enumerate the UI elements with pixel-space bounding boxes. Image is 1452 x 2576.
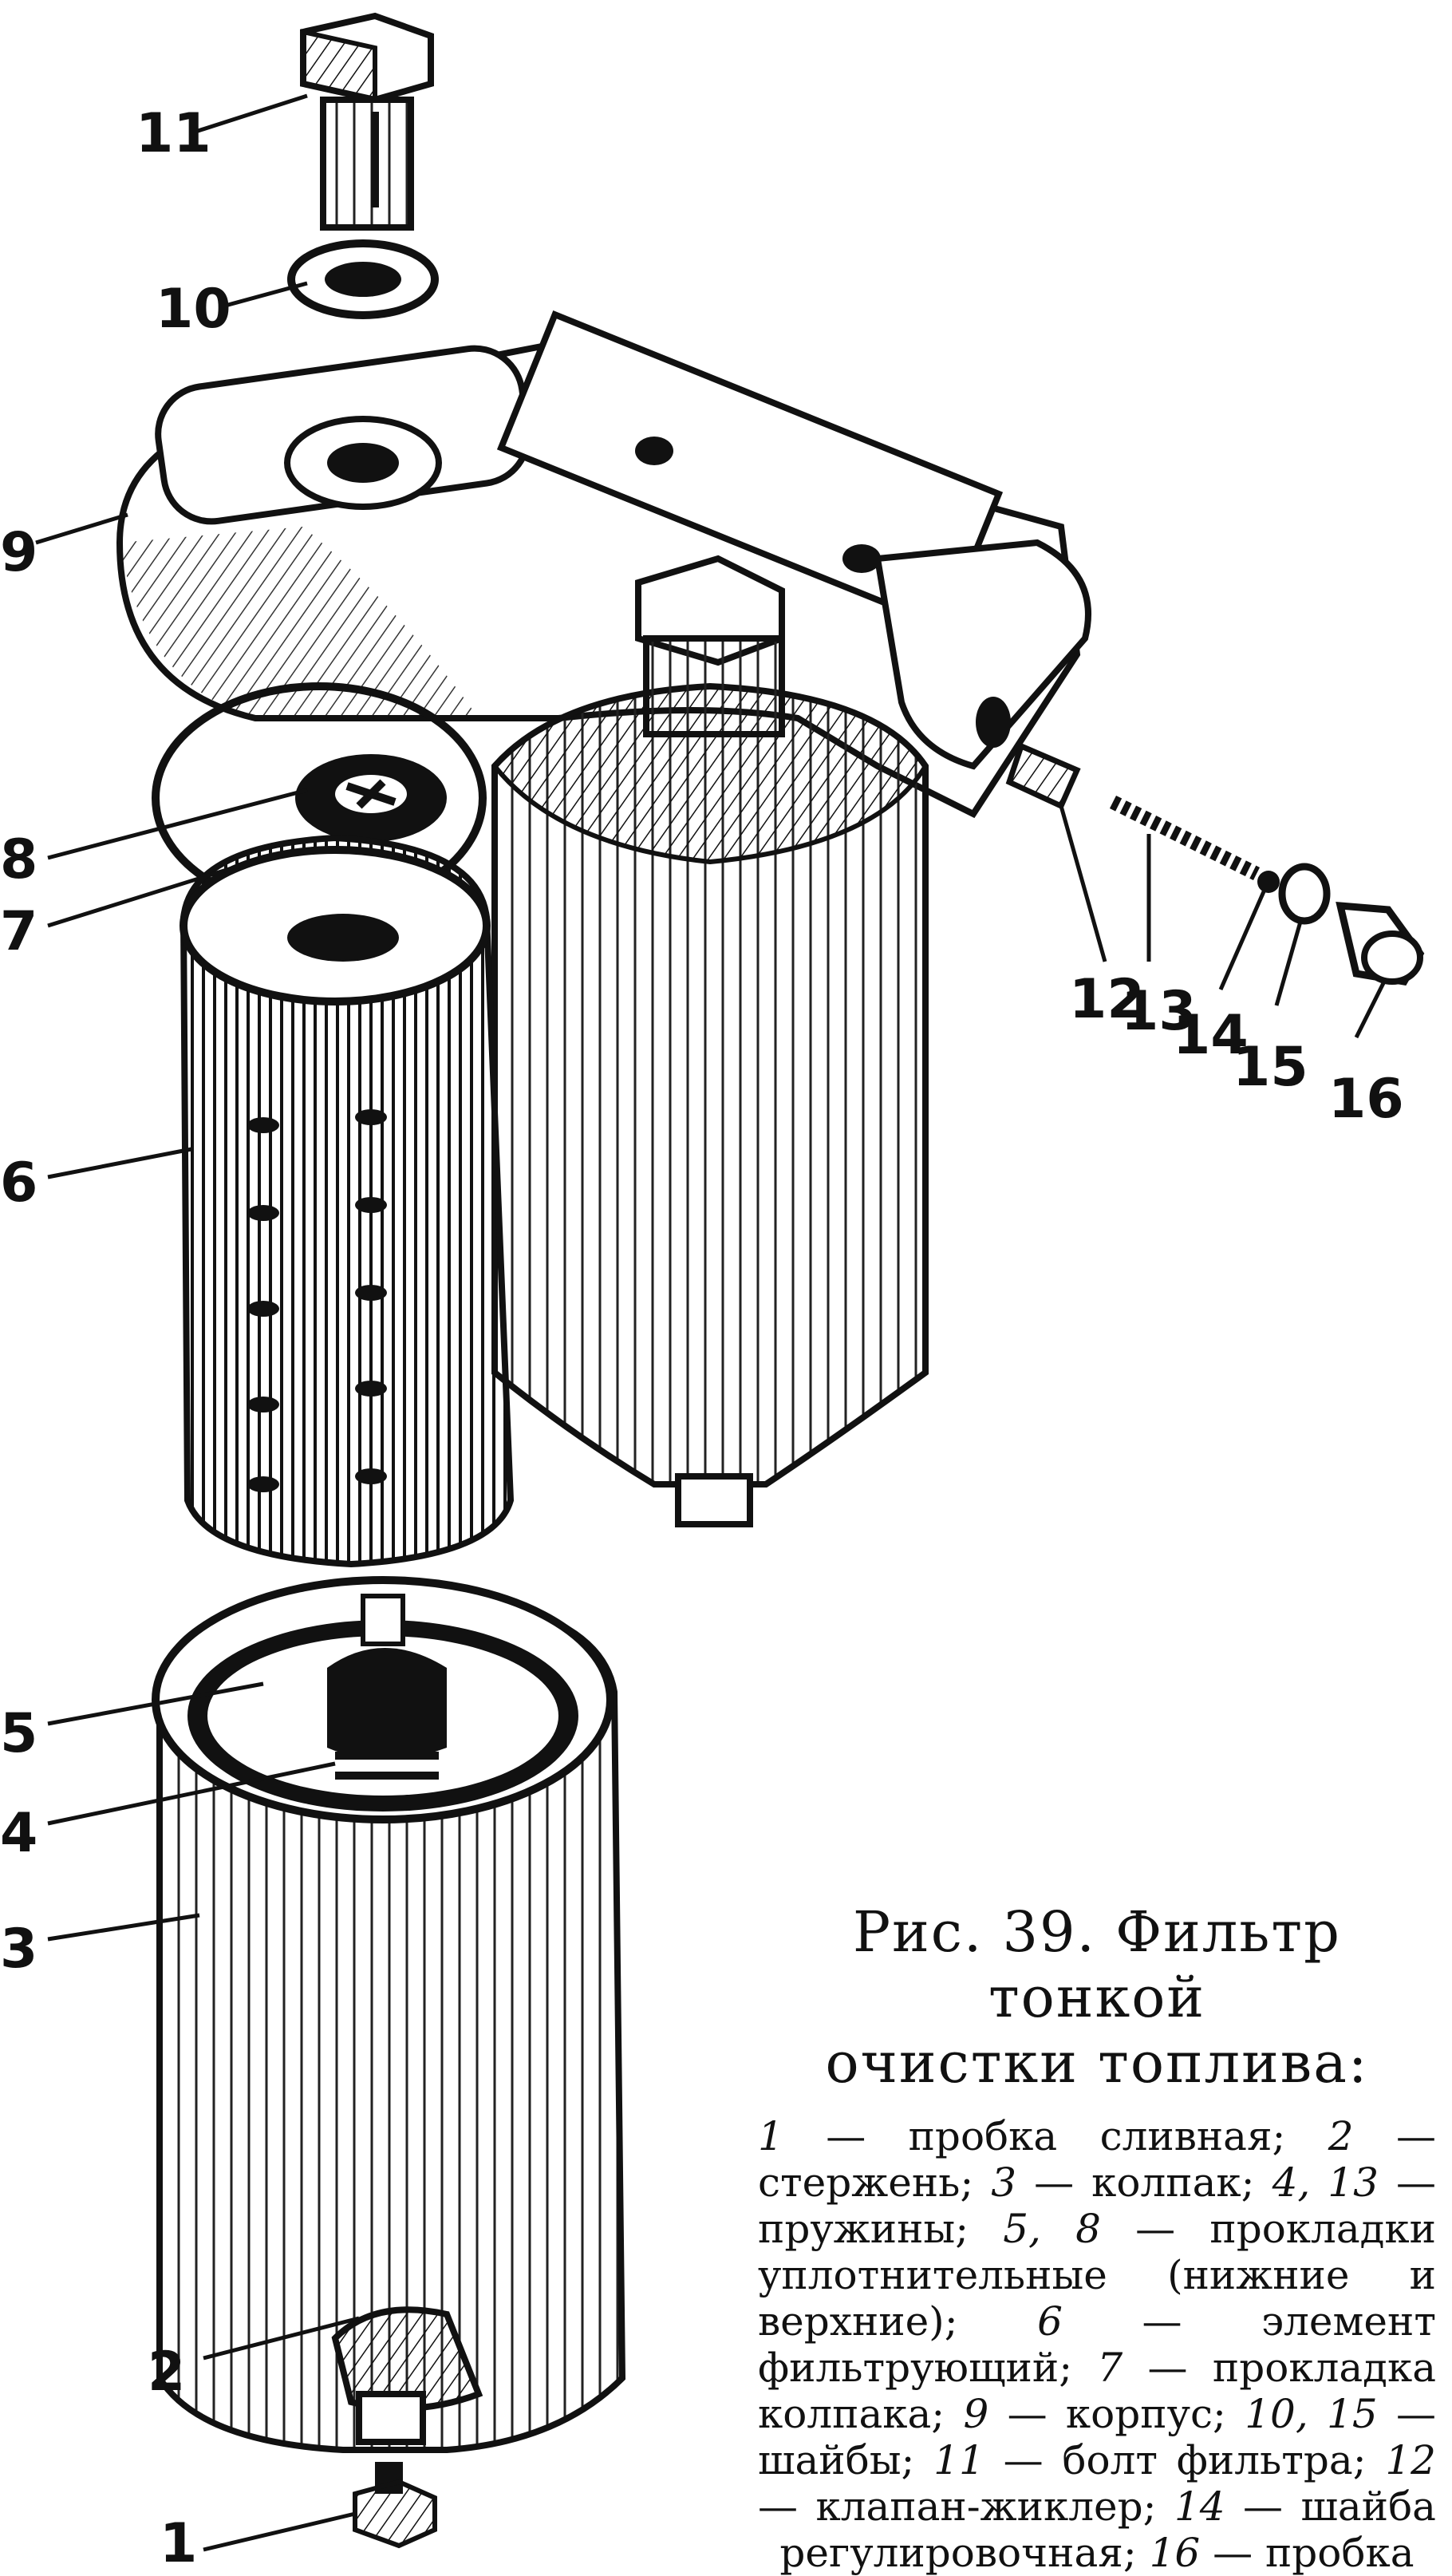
figure-caption: Рис. 39. Фильтр тонкой очистки топлива: … [758,1899,1436,2576]
callout-label-3: 3 [0,1918,37,1981]
legend-item: 4, 13 — пружины; [758,2159,1436,2252]
filter-bolt [300,12,434,231]
legend-number: 3 [991,2159,1017,2206]
legend-item: 1 — пробка сливная; [758,2113,1328,2159]
callout-6: 6 [0,1147,192,1215]
legend-number: 5, 8 [1003,2206,1101,2252]
filter-housing [116,310,1091,819]
assembled-filter-bowl [491,555,929,1527]
callout-label-13: 13 [1121,980,1197,1043]
legend-text: — пружины; [758,2159,1436,2252]
washer-top [287,239,439,319]
callout-3: 3 [0,1913,200,1981]
legend-text: — стержень; [758,2113,1436,2206]
callout-label-7: 7 [0,900,37,963]
legend-item: 12 — клапан-жиклер; [758,2437,1436,2530]
callout-10: 10 [156,278,308,341]
legend-number: 12 [1385,2437,1436,2483]
spring-small [1109,795,1261,881]
legend-item: 2 — стержень; [758,2113,1436,2206]
legend-text: — прокладки уплотнительные (нижние и вер… [758,2206,1436,2345]
callout-1: 1 [160,2511,356,2566]
legend-number: 6 [1037,2298,1063,2345]
callout-11: 11 [136,93,308,165]
figure-title: Рис. 39. Фильтр тонкой очистки топлива: [758,1899,1436,2096]
callout-label-9: 9 [0,521,37,584]
legend-text: — клапан-жиклер; [758,2483,1174,2530]
legend-item: 16 — пробка [1150,2530,1415,2576]
callout-label-12: 12 [1069,968,1145,1031]
callout-label-8: 8 [0,828,37,891]
callout-label-15: 15 [1233,1036,1308,1099]
legend-number: 7 [1097,2345,1123,2391]
callout-label-5: 5 [0,1702,37,1765]
callout-15: 15 [1233,921,1308,1099]
washer-right [1278,863,1331,925]
callout-label-2: 2 [148,2341,185,2404]
valve-jet [1005,742,1081,810]
callout-label-14: 14 [1173,1004,1249,1067]
figure-title-line-1: Рис. 39. Фильтр тонкой [853,1899,1341,2030]
legend-number: 10, 15 [1245,2391,1378,2437]
callout-label-6: 6 [0,1152,37,1215]
callout-16: 16 [1328,980,1404,1131]
legend-text: — прокладка колпака; [758,2345,1436,2437]
legend-number: 11 [933,2437,984,2483]
legend-number: 4, 13 [1272,2159,1379,2206]
callout-14: 14 [1173,888,1267,1067]
legend-item: 3 — колпак; [991,2159,1272,2206]
callout-12: 12 [1059,805,1145,1031]
legend-item: 6 — элемент фильтрующий; [758,2298,1436,2391]
callout-label-16: 16 [1328,1068,1404,1131]
legend-text: — пробка сливная; [783,2113,1328,2159]
legend-number: 9 [963,2391,989,2437]
legend-text: — шайбы; [758,2391,1436,2483]
legend-text: — корпус; [988,2391,1245,2437]
adjusting-washer [1257,871,1280,893]
callout-9: 9 [0,512,128,584]
legend-item: 10, 15 — шайбы; [758,2391,1436,2483]
legend-number: 2 [1328,2113,1354,2159]
legend-item: 9 — корпус; [963,2391,1245,2437]
callout-7: 7 [0,863,240,963]
legend-number: 14 [1174,2483,1225,2530]
callout-label-4: 4 [0,1802,37,1865]
legend-text: — пробка [1200,2530,1415,2576]
legend-item: 7 — прокладка колпака; [758,2345,1436,2437]
callout-5: 5 [0,1681,264,1765]
callout-4: 4 [0,1761,336,1865]
callout-2: 2 [148,2316,360,2404]
upper-seal [295,754,447,842]
callout-label-1: 1 [160,2512,197,2566]
drain-plug [353,2462,437,2549]
legend-number: 16 [1149,2530,1201,2576]
legend-number: 1 [758,2113,783,2159]
callout-label-11: 11 [136,102,211,165]
callout-8: 8 [0,788,308,891]
legend-text: — болт фильтра; [984,2437,1386,2483]
filter-cap [152,1576,626,2453]
legend-item: 11 — болт фильтра; [933,2437,1385,2483]
plug-right [1336,902,1425,986]
legend-text: — элемент фильтрующий; [758,2298,1436,2391]
figure-legend: 1 — пробка сливная; 2 — стержень; 3 — ко… [758,2113,1436,2576]
filter-element [180,834,515,1568]
legend-text: — колпак; [1016,2159,1272,2206]
callout-13: 13 [1121,834,1197,1043]
figure-title-line-2: очистки топлива: [825,2030,1369,2096]
callout-label-10: 10 [156,278,231,341]
legend-item: 5, 8 — прокладки уплотнительные (нижние … [758,2206,1436,2345]
